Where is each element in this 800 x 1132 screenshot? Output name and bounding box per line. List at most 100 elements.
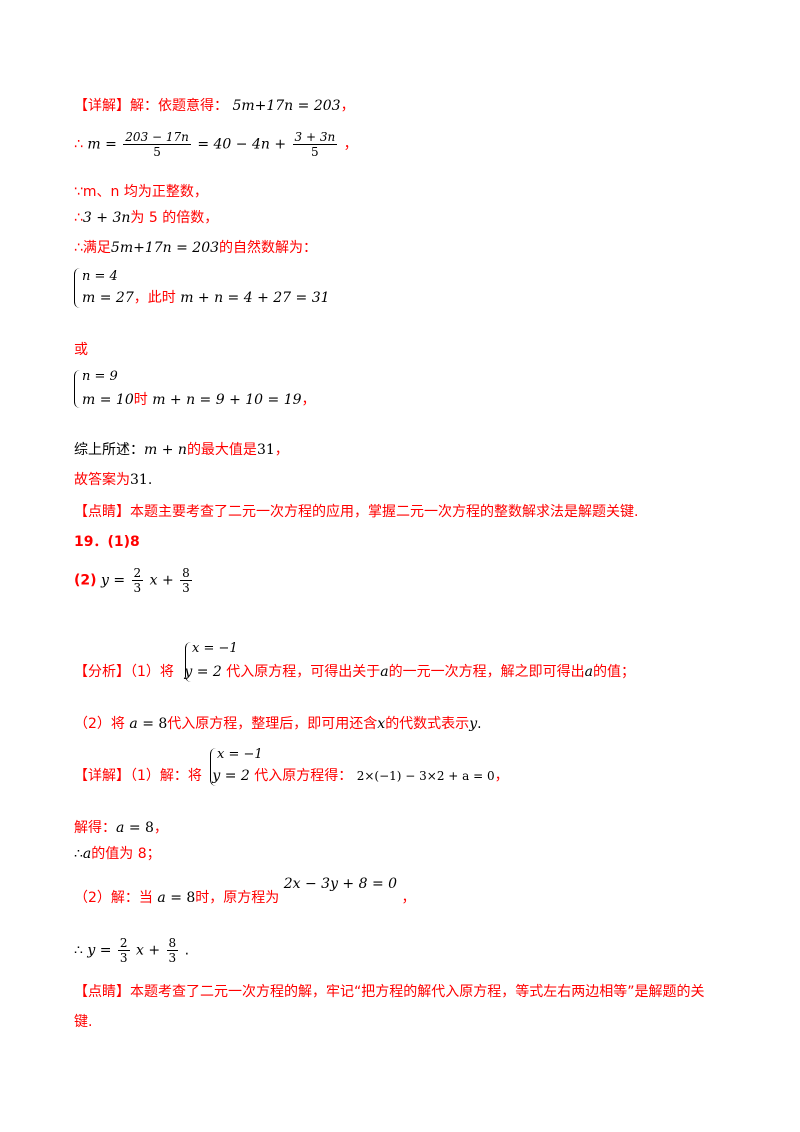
system-brace-3 (185, 642, 191, 682)
comma: ， (301, 392, 316, 408)
therefore-symbol: ∴ (74, 846, 83, 862)
analysis-tag: 【分析】 (74, 664, 130, 680)
solve-prefix: 解得： (74, 820, 116, 836)
num-2: 2 (117, 936, 130, 951)
analysis2-text-2: 代入原方程，整理后，即可用还含 (167, 716, 378, 732)
part-2-line: （2）解：当 a = 8时，原方程为 2x − 3y + 8 = 0 ， (74, 876, 416, 908)
answer-line: 故答案为31. (74, 470, 152, 490)
period: . (184, 942, 190, 959)
question-19-part-1: 19．(1)8 (74, 534, 140, 550)
detail-text-2: 代入原方程得： (254, 768, 353, 784)
den-3: 3 (168, 951, 177, 965)
detail-line-1: 【详解】解：依题意得： 5m+17n = 203， (74, 96, 355, 116)
analysis2-text-1: （2）将 (74, 716, 125, 732)
analysis-system-line-1: x = −1 (192, 641, 238, 656)
system-brace-2 (74, 370, 80, 408)
therefore-symbol: ∴ (74, 136, 83, 153)
a-value-text: 的值为 8； (91, 846, 161, 862)
natural-solutions-line: ∴满足5m+17n = 203的自然数解为： (74, 238, 317, 258)
max-text: 的最大值是 (186, 442, 257, 458)
system-brace-1 (74, 268, 80, 308)
analysis-step-1: （1）将 (130, 664, 174, 680)
comment-tag: 【点睛】 (74, 504, 130, 520)
var-x: x (377, 716, 386, 732)
system-2-line-1: n = 9 (82, 369, 118, 384)
answer-prefix: 故答案为 (74, 472, 130, 488)
part2-text-2: 时，原方程为 (195, 890, 280, 906)
comma: ， (401, 890, 416, 906)
comma: ， (153, 820, 168, 836)
system-brace-4 (210, 748, 216, 786)
detail-step-1: （1）解：将 (130, 768, 202, 784)
positive-integers-line: ∵m、n 均为正整数， (74, 184, 208, 200)
var-a: a (129, 716, 138, 732)
m-10: m = 10 (82, 392, 134, 408)
original-equation: 2x − 3y + 8 = 0 (283, 876, 398, 892)
satisfy-prefix: ∴满足 (74, 240, 111, 256)
detail-tag: 【详解】 (74, 98, 130, 114)
m-lhs: m = (87, 136, 117, 153)
analysis2-text-3: 的代数式表示 (385, 716, 470, 732)
analysis-line-2: （2）将 a = 8代入原方程，整理后，即可用还含x的代数式表示y. (74, 714, 482, 734)
den-3: 3 (133, 581, 142, 595)
detail-system-line-1: x = −1 (217, 747, 263, 762)
summary-line: 综上所述：m + n的最大值是31， (74, 440, 289, 460)
natural-solutions-text: 的自然数解为： (219, 240, 318, 256)
final-comment-line-2: 键. (74, 1014, 93, 1030)
system-1-line-1: n = 4 (82, 269, 118, 284)
multiple-of-5-line: ∴3 + 3n为 5 的倍数， (74, 208, 218, 228)
detail-tag: 【详解】 (74, 768, 130, 784)
period: . (477, 716, 482, 732)
fraction-mid: = 40 − 4n + (197, 136, 287, 153)
comment-text: 本题主要考查了二元一次方程的应用，掌握二元一次方程的整数解求法是解题关键. (130, 504, 639, 520)
var-a: a (584, 664, 593, 680)
answer-value: 31 (130, 472, 148, 488)
at-this-time: ，此时 (133, 290, 176, 306)
a-value-line: ∴a的值为 8； (74, 844, 161, 864)
den-3: 3 (182, 581, 190, 595)
x-plus: x + (149, 572, 174, 589)
var-a: a (82, 846, 92, 862)
comma: ， (343, 136, 358, 153)
analysis-line-1: 【分析】（1）将 y = 2 代入原方程，可得出关于a的一元一次方程，解之即可得… (74, 662, 635, 682)
final-comment-line-1: 【点睛】本题考查了二元一次方程的解，牢记“把方程的解代入原方程，等式左右两边相等… (74, 982, 705, 1002)
analysis-text-4: 的值； (593, 664, 635, 680)
fraction-1-den: 5 (153, 145, 161, 159)
m-plus-n: m + n (144, 442, 187, 458)
system-1-line-2: m = 27，此时 m + n = 4 + 27 = 31 (82, 288, 330, 308)
sum-19: m + n = 9 + 10 = 19 (152, 392, 302, 408)
num-8: 8 (166, 936, 179, 951)
var-a: a (157, 890, 166, 906)
max-value: 31 (256, 442, 275, 458)
substituted-equation: 2×(−1) − 3×2 + a = 0 (356, 769, 495, 783)
part-2-label: (2) (74, 572, 97, 589)
y-lhs: y = (87, 942, 112, 959)
summary-prefix: 综上所述： (74, 442, 144, 458)
den-3: 3 (119, 951, 128, 965)
x-plus: x + (136, 942, 161, 959)
equation-main: 5m+17n = 203 (232, 98, 341, 114)
therefore-symbol: ∴ (74, 210, 83, 226)
detail-intro: 解：依题意得： (130, 98, 228, 114)
multiple-text: 为 5 的倍数， (130, 210, 219, 226)
sum-31: m + n = 4 + 27 = 31 (180, 290, 330, 306)
period: . (147, 472, 153, 488)
comma: ， (340, 98, 355, 114)
detail-line: 【详解】（1）解：将 y = 2 代入原方程得： 2×(−1) − 3×2 + … (74, 766, 509, 786)
expr-3-3n: 3 + 3n (82, 210, 131, 226)
or-text: 或 (74, 342, 88, 358)
comment-line-1: 【点睛】本题主要考查了二元一次方程的应用，掌握二元一次方程的整数解求法是解题关键… (74, 502, 638, 522)
analysis-text-3: 的一元一次方程，解之即可得出 (388, 664, 585, 680)
therefore-symbol: ∴ (74, 942, 83, 959)
part2-text-1: （2）解：当 (74, 890, 153, 906)
y-lhs: y = (101, 572, 126, 589)
system-2-line-2: m = 10时 m + n = 9 + 10 = 19， (82, 390, 316, 410)
